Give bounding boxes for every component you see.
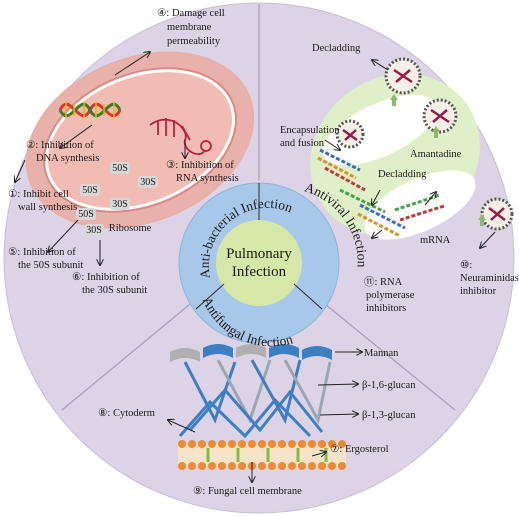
subunit-label: 50S — [82, 185, 98, 196]
mannan-label: Mannan — [364, 348, 399, 359]
b13-label: β-1,3-glucan — [362, 410, 416, 421]
mannan-layer — [170, 344, 332, 362]
glucan-lattice — [178, 359, 332, 439]
encapsulation-line2: and fusion — [280, 138, 325, 149]
viral-sector: Decladding Encapsulation and fusion Aman… — [280, 43, 519, 314]
virus-particle-icon — [480, 197, 514, 231]
center-title-line1: Pulmonary — [226, 246, 292, 262]
subunit-label: 30S — [140, 177, 156, 188]
label-3-line2: RNA synthesis — [176, 173, 239, 184]
virus-particle-icon — [335, 119, 365, 149]
label-10-line3: inhibitor — [460, 286, 497, 297]
decladding-top-label: Decladding — [312, 43, 361, 54]
label-6-line1: ⑥: Inhibition of — [72, 271, 140, 283]
bacterial-sector: 50S 30S 50S 30S 50S 30S Ribosome ④: Dama… — [8, 7, 255, 296]
label-1-line1: ①: Inhibit cell — [8, 188, 69, 200]
b16-label: β-1,6-glucan — [362, 380, 416, 391]
ribosome-subunits: 50S 30S 50S 30S 50S 30S — [76, 162, 158, 236]
sector-dividers — [61, 4, 456, 411]
ribosome-label: Ribosome — [109, 223, 152, 234]
center-title-line2: Infection — [232, 264, 287, 280]
label-7: ⑦: Ergosterol — [330, 443, 389, 455]
center-disc — [216, 220, 302, 306]
label-9: ⑨: Fungal cell membrane — [193, 485, 302, 497]
label-8: ⑧: Cytoderm — [98, 407, 155, 419]
subunit-label: 30S — [112, 199, 128, 210]
label-2-line2: DNA synthesis — [36, 153, 99, 164]
bacterial-arrows — [15, 52, 185, 265]
label-4-line2: membrane — [167, 22, 212, 33]
label-11-line1: ⑪: RNA — [364, 276, 403, 288]
label-5-line1: ⑤: Inhibition of — [8, 246, 76, 258]
fungal-arrows — [168, 352, 362, 482]
decladding-mid-label: Decladding — [378, 169, 427, 180]
amantadine-label: Amantadine — [410, 149, 462, 160]
virus-particle-icon — [384, 57, 422, 95]
label-11-line2: polymerase — [366, 290, 415, 301]
viral-arrows — [324, 60, 496, 248]
ring-dividers — [195, 183, 323, 310]
dna-helix-icon — [58, 102, 122, 118]
mrna-label: mRNA — [420, 235, 451, 246]
rna-segments — [317, 148, 445, 238]
label-4-line3: permeability — [167, 36, 221, 47]
label-11-line3: inhibitors — [366, 303, 406, 314]
label-6-line2: the 30S subunit — [82, 285, 147, 296]
subunit-label: 50S — [112, 163, 128, 174]
label-3-line1: ③: Inhibition of — [166, 159, 234, 171]
label-2-line1: ②: Inhibition of — [26, 139, 94, 151]
label-10-line1: ⑩: — [460, 259, 472, 271]
subunit-label: 50S — [78, 209, 94, 220]
label-5-line2: the 50S subunit — [18, 260, 83, 271]
amantadine-icon — [390, 94, 486, 226]
label-1-line2: wall synthesis — [18, 202, 77, 213]
rna-hairpin-icon — [149, 118, 212, 155]
label-10-line2: Neuraminidase — [460, 273, 519, 284]
subunit-label: 30S — [86, 225, 102, 236]
fungal-sector: Mannan β-1,6-glucan β-1,3-glucan ⑧: Cyto… — [98, 344, 416, 497]
encapsulation-line1: Encapsulation — [280, 125, 340, 136]
fungal-membrane — [178, 440, 346, 470]
virus-particle-icon — [422, 98, 458, 134]
label-4-line1: ④: Damage cell — [157, 7, 225, 19]
endosome-upper — [322, 94, 438, 166]
